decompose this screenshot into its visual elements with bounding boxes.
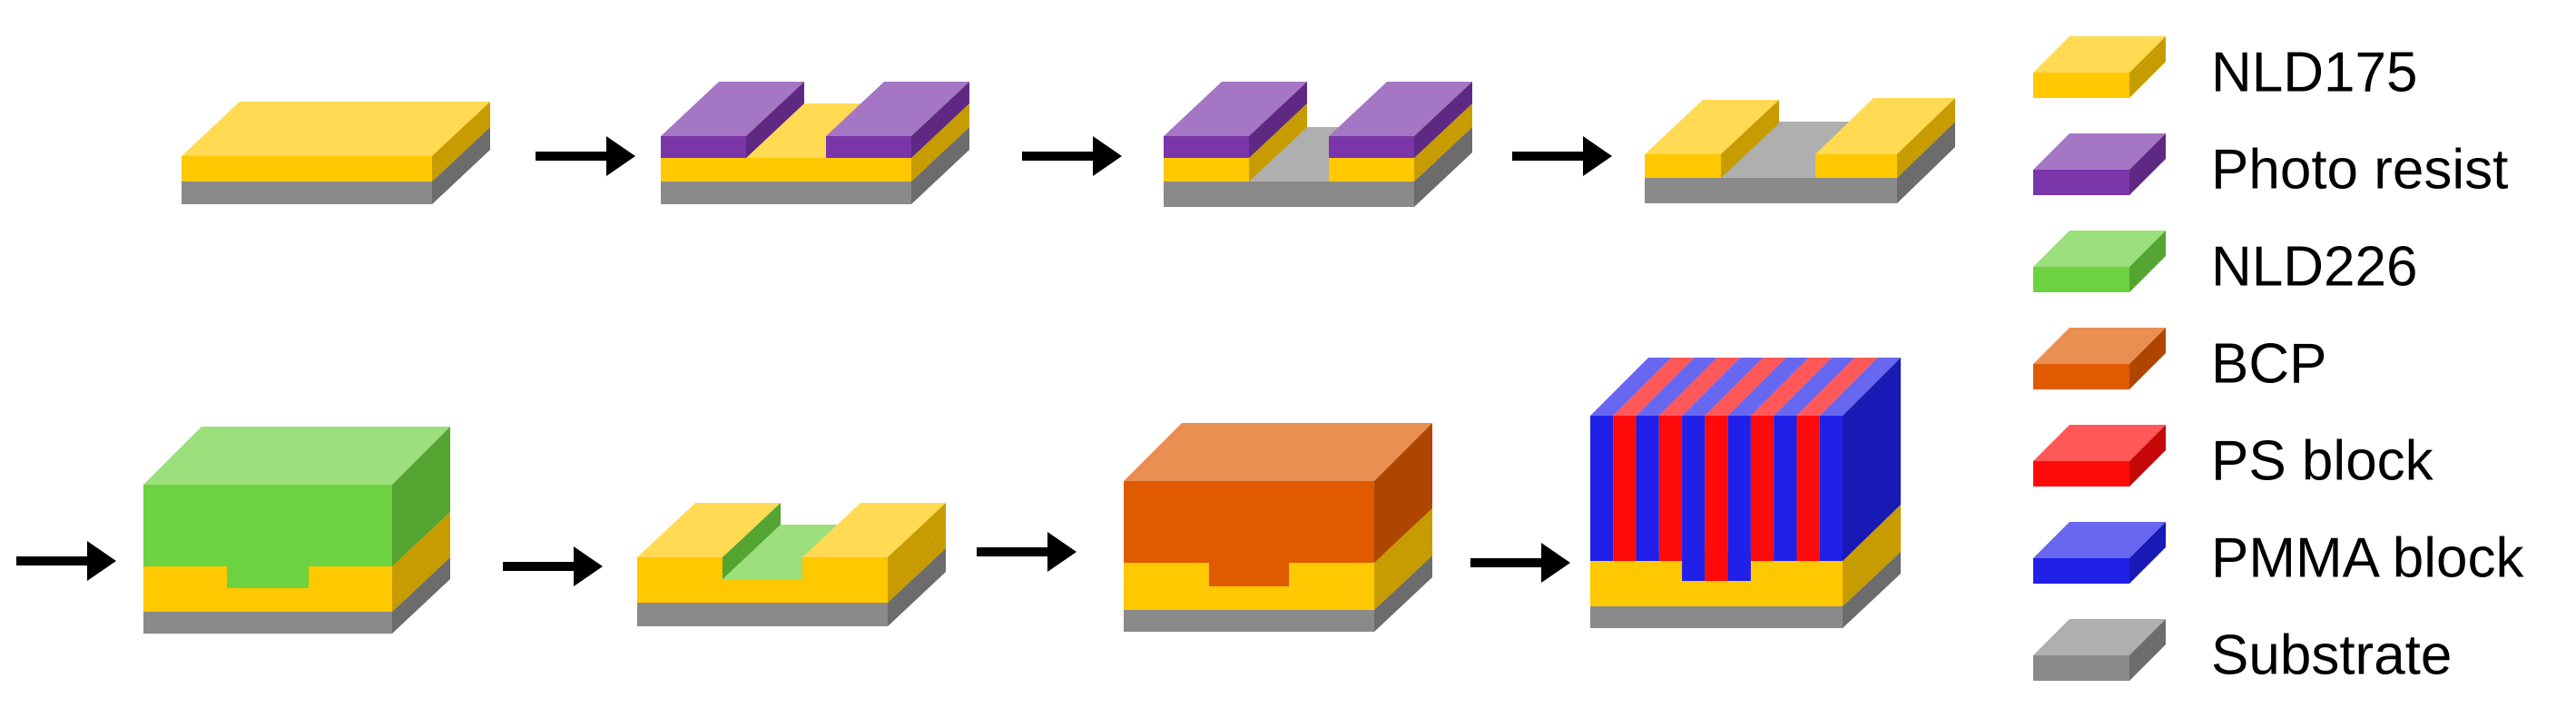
pmma-block-lamella bbox=[1774, 416, 1797, 561]
nld175-right bbox=[802, 503, 946, 579]
ps-block-lamella bbox=[1750, 416, 1775, 561]
nld175-base bbox=[637, 525, 946, 603]
nld175-right bbox=[1815, 98, 1955, 178]
pmma-block-lamella-top bbox=[1682, 358, 1764, 416]
nld226-layer bbox=[143, 427, 450, 588]
ps-block-lamella-top bbox=[1658, 358, 1741, 416]
lamellae bbox=[1590, 358, 1901, 581]
photoresist-left bbox=[661, 82, 804, 158]
pmma-block-lamella-top bbox=[1774, 358, 1855, 416]
legend-label-substrate: Substrate bbox=[2211, 624, 2452, 686]
ps-block-lamella bbox=[1613, 416, 1637, 561]
legend-swatch-substrate bbox=[2033, 619, 2166, 681]
legend-label-ps: PS block bbox=[2211, 429, 2434, 492]
legend-label-nld175: NLD175 bbox=[2211, 41, 2417, 103]
pmma-block-lamella-top bbox=[1727, 358, 1809, 416]
legend-item-substrate: Substrate bbox=[2033, 619, 2452, 686]
pmma-block-lamella bbox=[1819, 416, 1843, 561]
legend-swatch-nld175 bbox=[2033, 36, 2166, 98]
step-photoresist-stripped bbox=[1645, 98, 1955, 203]
nld175-layer bbox=[182, 102, 490, 182]
pmma-block-side bbox=[1843, 358, 1901, 561]
legend-swatch-bcp bbox=[2033, 328, 2166, 389]
nld175-layer bbox=[1590, 505, 1901, 606]
pmma-block-lamella-top bbox=[1590, 358, 1672, 416]
legend-label-pmma: PMMA block bbox=[2211, 526, 2525, 589]
arrow-1 bbox=[536, 136, 635, 176]
step-photoresist-patterned bbox=[661, 82, 969, 204]
pmma-block-lamella bbox=[1682, 416, 1706, 581]
bcp-layer bbox=[1124, 423, 1432, 586]
arrow-6 bbox=[977, 532, 1077, 572]
pmma-block-lamella bbox=[1636, 416, 1659, 561]
arrow-5 bbox=[503, 546, 603, 586]
legend-item-nld175: NLD175 bbox=[2033, 36, 2417, 103]
step-nld175-etched bbox=[1164, 82, 1472, 207]
nld175-left bbox=[1645, 100, 1779, 178]
nld175-layer bbox=[143, 512, 450, 612]
pmma-block-lamella bbox=[1727, 416, 1751, 581]
arrow-3 bbox=[1512, 136, 1612, 176]
legend-item-pmma: PMMA block bbox=[2033, 522, 2525, 589]
step-nld226-planarized bbox=[637, 503, 946, 626]
ps-block-lamella-top bbox=[1750, 358, 1833, 416]
photoresist-right bbox=[826, 82, 969, 158]
legend-item-ps: PS block bbox=[2033, 425, 2434, 492]
ps-block-lamella-top bbox=[1705, 358, 1786, 416]
ps-block-lamella-top bbox=[1613, 358, 1695, 416]
legend-label-nld226: NLD226 bbox=[2211, 235, 2417, 298]
pmma-block-lamella bbox=[1590, 416, 1614, 561]
step-nld175-film bbox=[182, 102, 490, 204]
ps-block-lamella-top bbox=[1796, 358, 1878, 416]
photoresist-left bbox=[1164, 82, 1307, 158]
ps-block-lamella bbox=[1796, 416, 1820, 561]
legend-swatch-ps bbox=[2033, 425, 2166, 487]
ps-block-lamella bbox=[1705, 416, 1728, 581]
legend-label-photoresist: Photo resist bbox=[2211, 138, 2508, 201]
photoresist-right bbox=[1329, 82, 1472, 158]
step-bcp-assembled bbox=[1590, 358, 1901, 628]
legend-swatch-photoresist bbox=[2033, 133, 2166, 195]
ps-block-lamella bbox=[1658, 416, 1683, 561]
pmma-block-lamella-top bbox=[1636, 358, 1717, 416]
pmma-block-lamella-top bbox=[1819, 358, 1901, 416]
arrow-4 bbox=[16, 541, 116, 581]
arrow-7 bbox=[1470, 543, 1570, 583]
nld175-left bbox=[637, 503, 781, 579]
step-nld226-coated bbox=[143, 427, 450, 634]
legend-item-photoresist: Photo resist bbox=[2033, 133, 2508, 201]
legend-swatch-nld226 bbox=[2033, 231, 2166, 292]
arrow-2 bbox=[1022, 136, 1122, 176]
step-bcp-coated bbox=[1124, 423, 1432, 632]
legend-label-bcp: BCP bbox=[2211, 332, 2326, 395]
legend-item-nld226: NLD226 bbox=[2033, 231, 2417, 298]
legend-item-bcp: BCP bbox=[2033, 328, 2326, 395]
legend-swatch-pmma bbox=[2033, 522, 2166, 584]
